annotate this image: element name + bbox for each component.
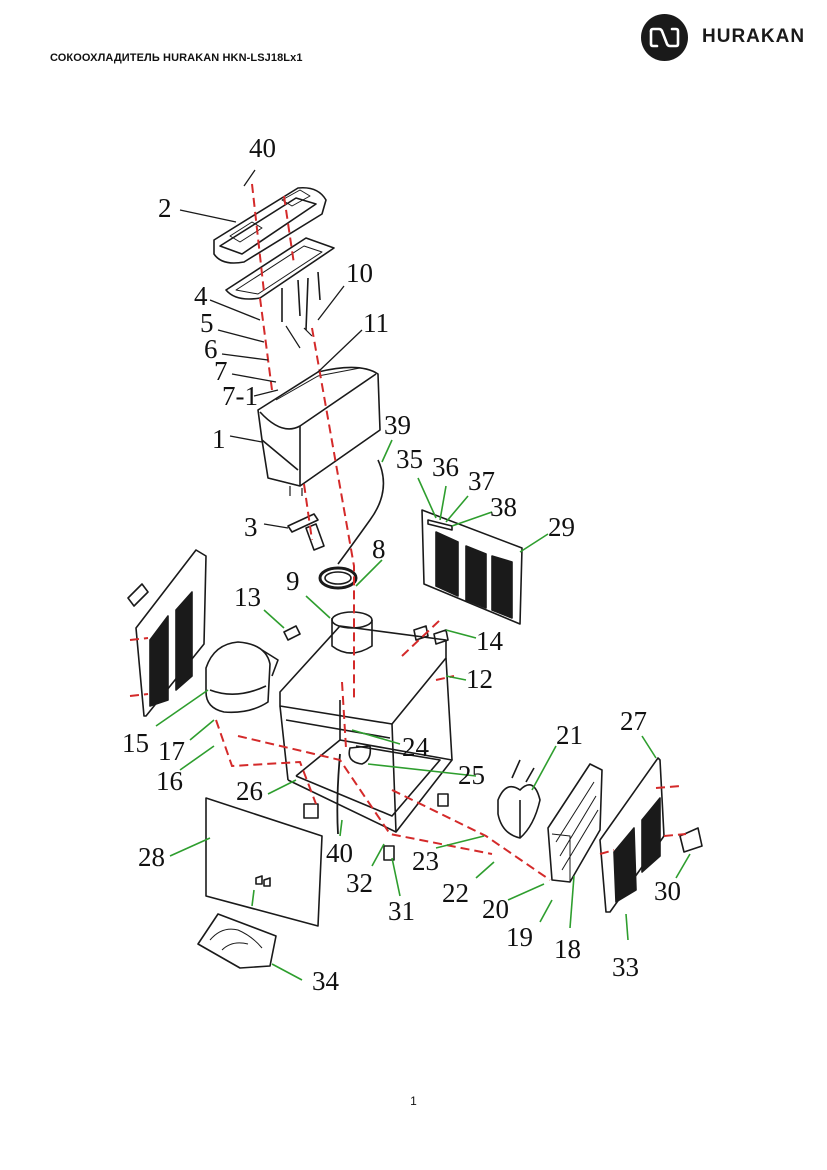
part-label-8: 8 (372, 534, 386, 564)
back-panel (421, 509, 523, 625)
part-label-32: 32 (346, 868, 373, 898)
small-part-25 (348, 745, 372, 765)
part-label-18: 18 (554, 934, 581, 964)
compressor-part (205, 641, 279, 714)
part-label-1: 1 (212, 424, 226, 454)
part-label-36: 36 (432, 452, 459, 482)
left-side-panel (127, 549, 207, 717)
part-label-37: 37 (468, 466, 495, 496)
part-label-3: 3 (244, 512, 258, 542)
part-label-14: 14 (476, 626, 504, 656)
part-label-10: 10 (346, 258, 373, 288)
part-label-24: 24 (402, 732, 430, 762)
lid-plate-part (225, 237, 335, 349)
small-part-13 (283, 625, 301, 641)
part-label-11: 11 (363, 308, 389, 338)
condenser-part (547, 763, 603, 883)
part-label-30: 30 (654, 876, 681, 906)
part-label-31: 31 (388, 896, 415, 926)
part-label-17: 17 (158, 736, 185, 766)
brand-logo: HURAKAN (641, 14, 821, 62)
part-label-21: 21 (556, 720, 583, 750)
drip-tray-part (197, 913, 277, 969)
part-label-15: 15 (122, 728, 149, 758)
part-label-7-1: 7-1 (222, 381, 258, 411)
small-part-12-14 (413, 625, 449, 645)
part-label-7: 7 (214, 356, 228, 386)
part-label-34: 34 (312, 966, 340, 996)
part-label-16: 16 (156, 766, 183, 796)
feet-parts (303, 793, 449, 861)
part-label-6: 6 (204, 334, 218, 364)
part-label-4: 4 (194, 281, 208, 311)
part-label-39: 39 (384, 410, 411, 440)
part-label-29: 29 (548, 512, 575, 542)
part-label-40-top: 40 (249, 133, 276, 163)
part-label-19: 19 (506, 922, 533, 952)
part-label-2: 2 (158, 193, 172, 223)
tap-part (287, 513, 325, 551)
logo-wordmark: HURAKAN (702, 26, 806, 47)
part-label-38: 38 (490, 492, 517, 522)
motor-part (331, 611, 373, 654)
part-label-22: 22 (442, 878, 469, 908)
part-label-23: 23 (412, 846, 439, 876)
front-panel (205, 797, 323, 927)
part-label-13: 13 (234, 582, 261, 612)
lid-part (213, 186, 327, 264)
part-label-33: 33 (612, 952, 639, 982)
part-label-9: 9 (286, 566, 300, 596)
part-label-5: 5 (200, 308, 214, 338)
page-number: 1 (410, 1094, 417, 1108)
part-label-40-bottom: 40 (326, 838, 353, 868)
part-label-28: 28 (138, 842, 165, 872)
fan-part (497, 759, 541, 839)
part-label-20: 20 (482, 894, 509, 924)
assembly-lines (129, 183, 687, 881)
bowl-part (257, 366, 381, 496)
logo-icon (641, 14, 688, 61)
part-label-35: 35 (396, 444, 423, 474)
right-side-panel (599, 757, 703, 913)
frame-part (279, 625, 453, 833)
part-label-27: 27 (620, 706, 647, 736)
part-label-25: 25 (458, 760, 485, 790)
part-label-26: 26 (236, 776, 263, 806)
document-title: СОКООХЛАДИТЕЛЬ HURAKAN HKN-LSJ18Lx1 (50, 52, 303, 64)
part-label-12: 12 (466, 664, 493, 694)
